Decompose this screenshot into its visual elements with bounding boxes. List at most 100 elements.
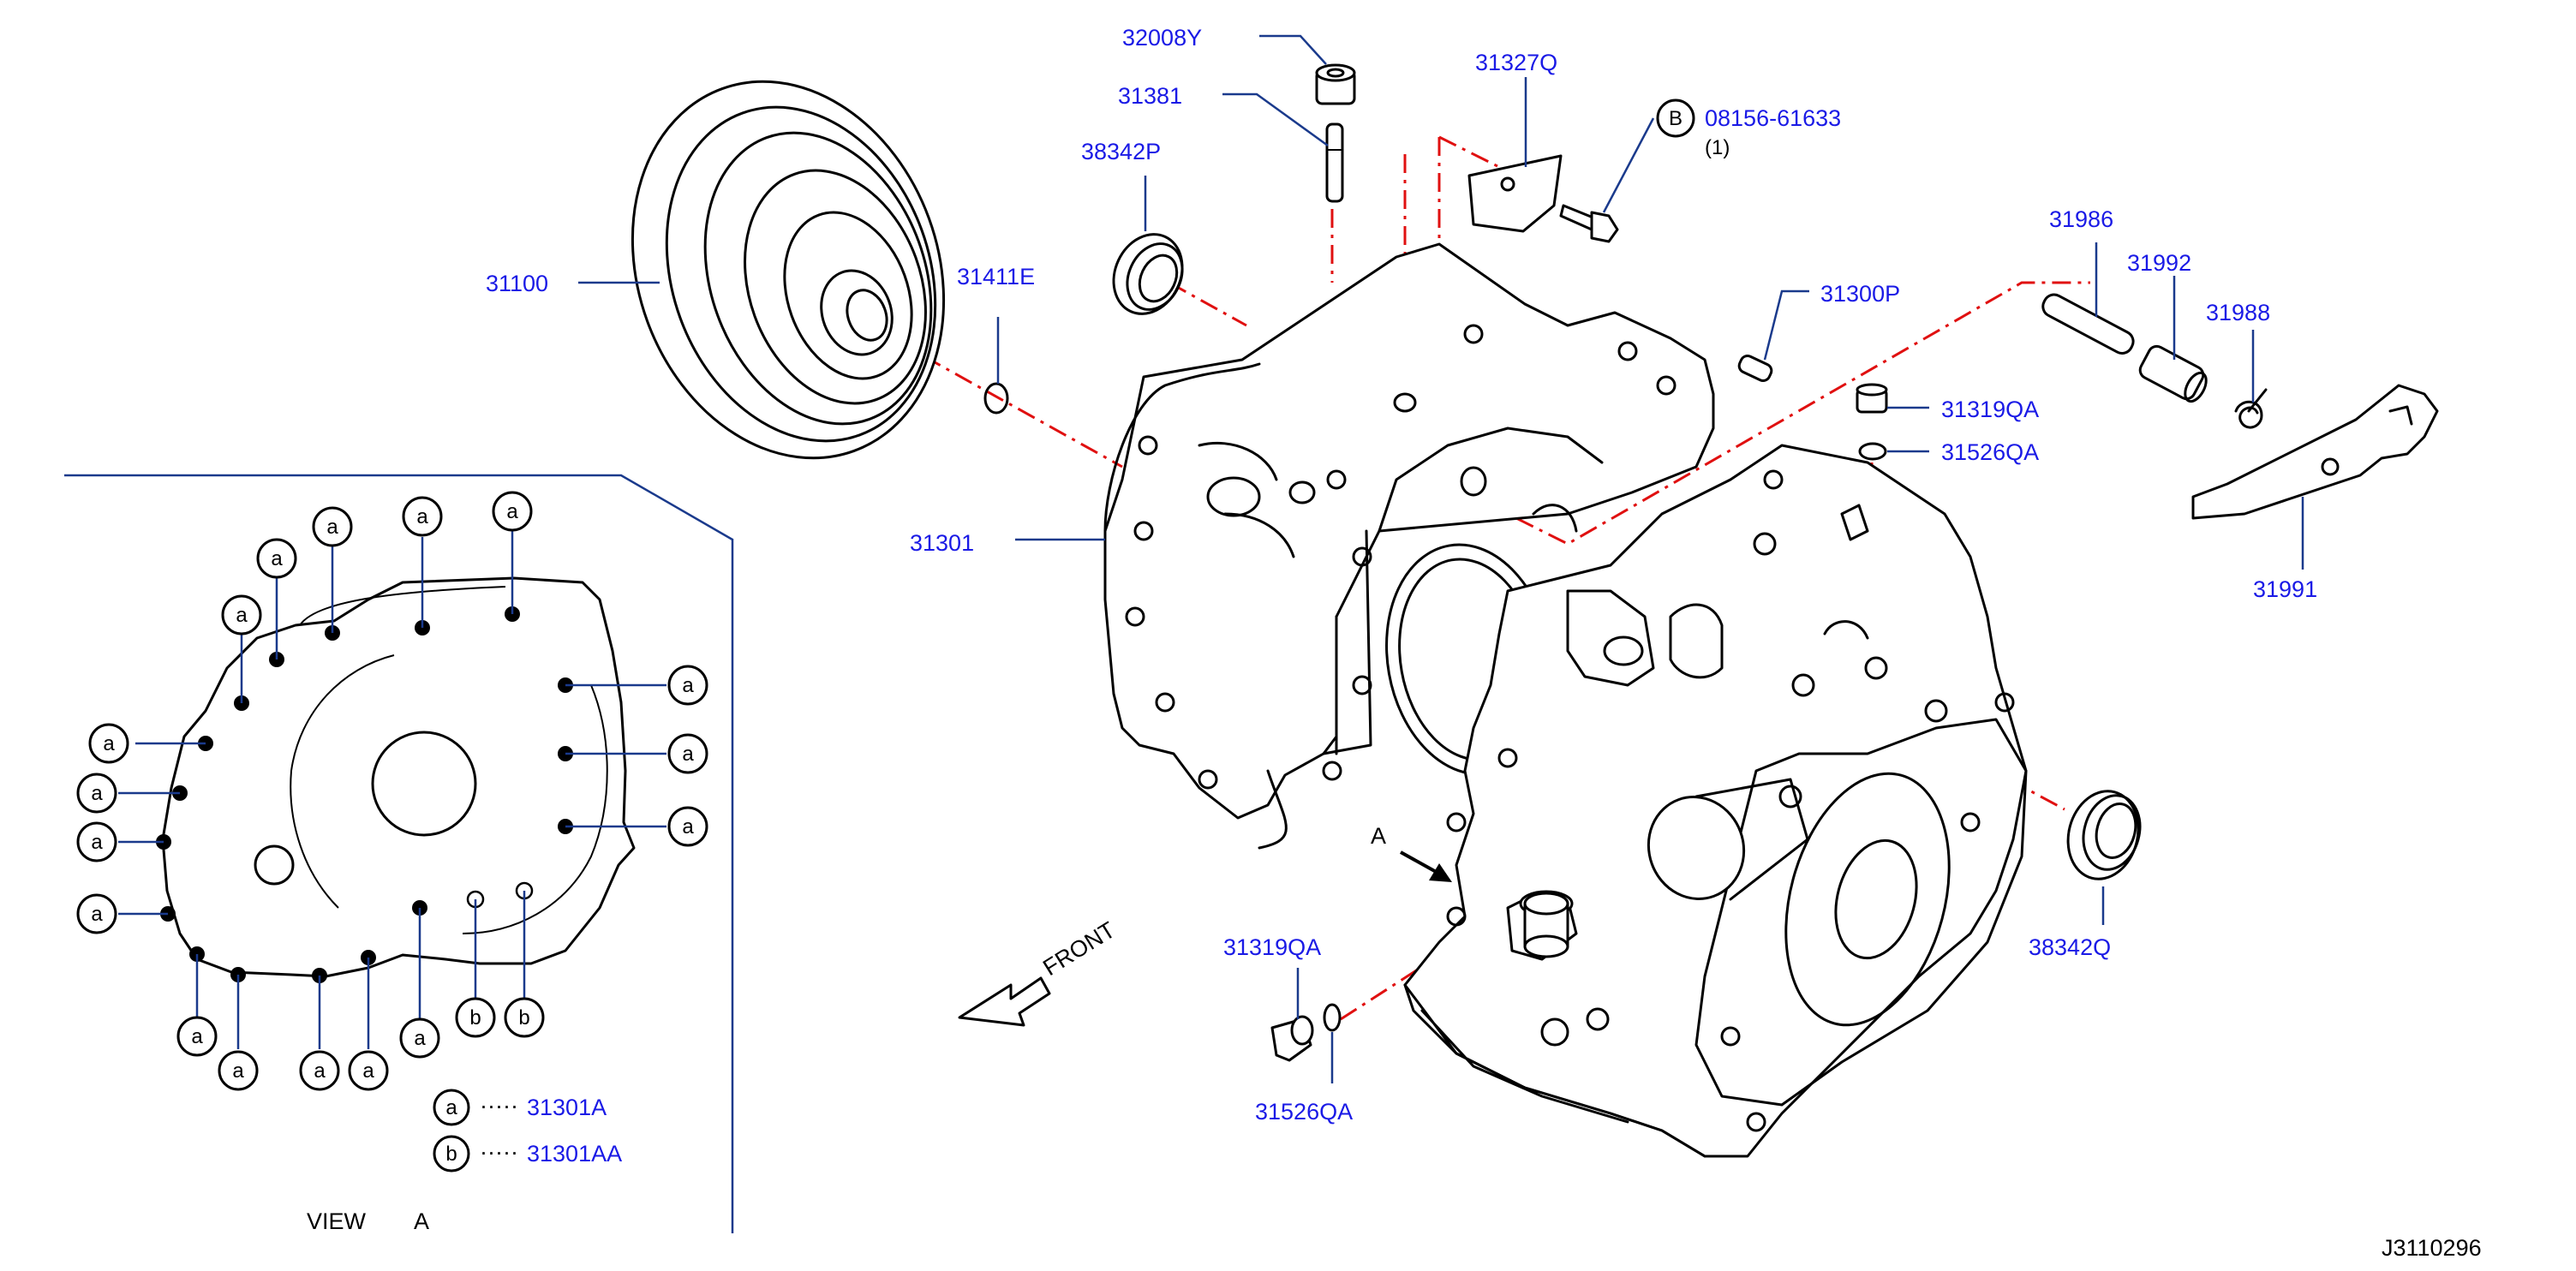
bubble-a: a bbox=[221, 594, 262, 636]
view-a-letter: A bbox=[414, 1208, 429, 1234]
label-31381: 31381 bbox=[1118, 83, 1182, 109]
view-a-bubbles: a a a a a a a a a a a a a a a a a b b bbox=[76, 491, 708, 1091]
svg-text:a: a bbox=[91, 903, 103, 926]
bubble-a: a bbox=[667, 733, 708, 774]
label-31300p: 31300P bbox=[1820, 281, 1900, 307]
svg-text:a: a bbox=[91, 782, 103, 805]
bubble-a: a bbox=[399, 1017, 440, 1059]
bushing-31992 bbox=[2138, 344, 2208, 403]
plug-31319qa-top bbox=[1856, 383, 1888, 414]
bubble-a: a bbox=[76, 821, 117, 862]
legend-key-a: a bbox=[445, 1096, 457, 1119]
front-arrow bbox=[958, 976, 1051, 1027]
svg-text:a: a bbox=[232, 1059, 244, 1083]
bubble-a: a bbox=[299, 1050, 340, 1091]
transmission-case-rear bbox=[1403, 444, 2028, 1158]
view-a-arrow bbox=[1400, 850, 1452, 882]
svg-text:a: a bbox=[314, 1059, 326, 1083]
bubble-a: a bbox=[256, 538, 297, 579]
bubble-a: a bbox=[492, 491, 533, 532]
front-label: FRONT bbox=[1038, 916, 1120, 981]
bubble-a: a bbox=[348, 1050, 389, 1091]
svg-text:a: a bbox=[271, 547, 283, 570]
legend-key-b: b bbox=[445, 1143, 457, 1166]
shaft-31986 bbox=[2041, 293, 2135, 355]
view-a-inset: a a a a a a a a a a a a a a a a a b b a … bbox=[64, 474, 734, 1234]
view-a-legend: a ····· 31301A b ····· 31301AA bbox=[433, 1089, 622, 1173]
svg-text:a: a bbox=[416, 505, 428, 528]
bubble-b: b bbox=[455, 997, 496, 1038]
oil-seal-38342q bbox=[2066, 790, 2142, 880]
svg-text:a: a bbox=[91, 831, 103, 854]
view-a-leaders bbox=[118, 531, 666, 1049]
svg-text:a: a bbox=[506, 500, 518, 523]
legend-dots-b: ····· bbox=[480, 1139, 518, 1165]
part-labels: 32008Y 31381 31327Q 38342P B 08156-61633… bbox=[486, 25, 2317, 1125]
label-31411e: 31411E bbox=[957, 264, 1035, 289]
part-leaders bbox=[578, 34, 2304, 1083]
o-ring-31526qa-bottom bbox=[1323, 1003, 1342, 1032]
view-a-title: VIEW bbox=[307, 1208, 367, 1234]
bubble-a: a bbox=[76, 773, 117, 814]
label-08156-61633: 08156-61633 bbox=[1705, 105, 1841, 131]
cap-32008y bbox=[1315, 63, 1356, 105]
svg-text:a: a bbox=[682, 743, 694, 766]
view-a-hole bbox=[254, 844, 295, 886]
o-ring-31411e bbox=[983, 382, 1009, 415]
label-38342p: 38342P bbox=[1081, 139, 1161, 164]
svg-text:a: a bbox=[682, 815, 694, 838]
svg-text:a: a bbox=[414, 1027, 426, 1050]
view-a-bore bbox=[371, 731, 477, 837]
view-a-web bbox=[290, 654, 395, 909]
plate-31327q bbox=[1467, 154, 1563, 233]
svg-text:b: b bbox=[518, 1006, 529, 1029]
svg-text:a: a bbox=[236, 604, 248, 627]
plug-31319qa-bottom bbox=[1270, 1015, 1314, 1062]
bubble-a: a bbox=[88, 723, 129, 764]
view-a-flange-outline bbox=[161, 576, 636, 978]
legend-part-31301AA: 31301AA bbox=[527, 1141, 622, 1167]
transmission-case-31301 bbox=[1103, 242, 1715, 850]
view-a-rib bbox=[299, 586, 506, 626]
legend-dots-a: ····· bbox=[480, 1093, 518, 1119]
inset-border bbox=[64, 474, 734, 1233]
label-31986: 31986 bbox=[2049, 206, 2113, 232]
legend-part-31301A: 31301A bbox=[527, 1095, 607, 1120]
label-31992: 31992 bbox=[2127, 250, 2191, 276]
label-31327q: 31327Q bbox=[1475, 50, 1557, 75]
label-32008y: 32008Y bbox=[1122, 25, 1202, 51]
bubble-b: b bbox=[504, 997, 545, 1038]
view-a-arrow-label: A bbox=[1371, 823, 1386, 849]
bubble-a: a bbox=[312, 506, 353, 547]
svg-text:a: a bbox=[103, 732, 115, 755]
svg-text:a: a bbox=[191, 1025, 203, 1048]
label-31526qa-bottom: 31526QA bbox=[1255, 1099, 1353, 1125]
label-31319qa-top: 31319QA bbox=[1941, 397, 2039, 422]
bolt-08156 bbox=[1559, 204, 1619, 243]
svg-text:b: b bbox=[469, 1006, 481, 1029]
svg-text:a: a bbox=[362, 1059, 374, 1083]
label-08156-qty: (1) bbox=[1705, 136, 1730, 159]
lever-31991 bbox=[2191, 384, 2439, 520]
label-31301: 31301 bbox=[910, 530, 974, 556]
pin-31381 bbox=[1325, 122, 1344, 203]
bubble-a: a bbox=[667, 665, 708, 706]
label-38342q: 38342Q bbox=[2029, 934, 2111, 960]
bolt-marker-b: B bbox=[1656, 98, 1695, 138]
bubble-a: a bbox=[402, 496, 443, 537]
label-31988: 31988 bbox=[2206, 300, 2270, 325]
svg-text:a: a bbox=[326, 516, 338, 539]
bubble-a: a bbox=[667, 806, 708, 847]
label-31991: 31991 bbox=[2253, 576, 2317, 602]
svg-text:a: a bbox=[682, 674, 694, 697]
bubble-a: a bbox=[76, 893, 117, 934]
svg-text:B: B bbox=[1669, 107, 1682, 130]
bubble-a: a bbox=[176, 1016, 218, 1057]
label-31319qa-bottom: 31319QA bbox=[1223, 934, 1321, 960]
label-31100: 31100 bbox=[486, 271, 548, 296]
oil-seal-38342p bbox=[1112, 233, 1184, 315]
view-a-inner-rib bbox=[462, 684, 608, 934]
diagram-id: J3110296 bbox=[2382, 1235, 2482, 1261]
o-ring-31526qa-top bbox=[1858, 442, 1887, 461]
